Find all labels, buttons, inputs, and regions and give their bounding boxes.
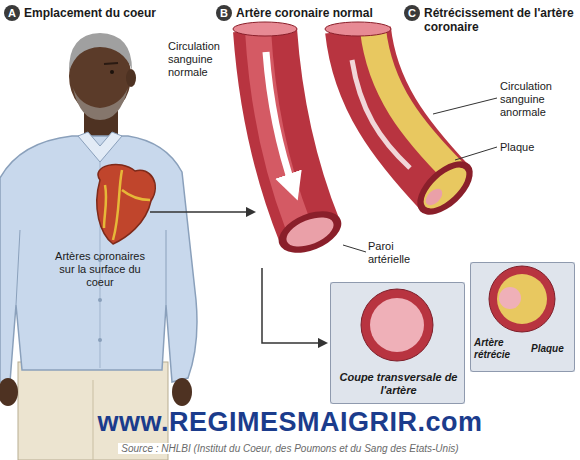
- narrowed-lumen-section: [499, 287, 521, 309]
- panel-letter: A: [4, 5, 20, 21]
- inset-ground: [470, 262, 575, 372]
- eyebrow: [104, 63, 118, 64]
- trouser-seam: [93, 380, 94, 460]
- heart: [97, 164, 155, 244]
- cross-section-normal: [330, 282, 465, 404]
- eye: [110, 70, 114, 74]
- source-note: Source : NHLBI (Institut du Coeur, des P…: [0, 442, 580, 455]
- beard: [73, 88, 128, 120]
- artery-highlight: [258, 30, 298, 225]
- leader-line: [433, 98, 497, 114]
- part-label: Plaque: [500, 141, 534, 154]
- plaque-opening: [417, 161, 473, 215]
- lumen-section: [370, 298, 424, 352]
- narrowed-lumen: [423, 186, 446, 208]
- abnormal-flow: [352, 60, 410, 168]
- coronary-arteries: [104, 170, 150, 240]
- artery-wall-section: [361, 289, 433, 361]
- cross-section-narrowed: [470, 262, 575, 372]
- panel-letter: B: [216, 5, 232, 21]
- panel-title: Artère coronaire normal: [236, 6, 373, 20]
- plaque-deposit: [373, 30, 456, 174]
- part-label: Artères coronaires sur la surface du coe…: [54, 250, 146, 289]
- button: [98, 298, 102, 302]
- bracket-arrow: [262, 268, 326, 343]
- inset-ground: [330, 282, 465, 404]
- ear: [126, 69, 136, 87]
- shirt-folds: [16, 230, 166, 305]
- heart-shape: [97, 164, 155, 244]
- hand: [0, 378, 18, 406]
- narrowed-artery: [325, 22, 482, 224]
- part-label: Circulation sanguine anormale: [500, 80, 574, 119]
- artery-wall-section: [489, 266, 555, 332]
- panel-letter: C: [404, 5, 420, 21]
- artery-lumen: [282, 212, 337, 253]
- part-label: Artère rétrécie: [474, 337, 524, 361]
- part-label: Paroi artérielle: [368, 240, 430, 266]
- part-label: Circulation sanguine normale: [168, 40, 230, 79]
- pointer-arrow: [150, 211, 254, 213]
- collar: [78, 132, 122, 162]
- hand: [172, 378, 192, 406]
- button: [98, 338, 102, 342]
- plaque-section: [497, 274, 547, 324]
- artery-cut-end: [233, 22, 297, 36]
- hair: [69, 33, 132, 72]
- leader-line: [343, 245, 366, 252]
- cross-section-inset: Coupe transversale de l'artère: [330, 282, 465, 404]
- artery-opening: [408, 152, 482, 225]
- flow-arrow: [266, 52, 294, 190]
- inset-caption: Coupe transversale de l'artère: [339, 371, 458, 397]
- shirt: [0, 136, 197, 382]
- artery-cut-end: [325, 22, 391, 36]
- watermark: www.REGIMESMAIGRIR.com: [0, 406, 580, 438]
- leader-line: [455, 147, 497, 160]
- panel-title: Rétrécissement de l'artère coronaire: [424, 6, 574, 34]
- cross-section-inset: Artère rétrécie Plaque: [470, 262, 575, 372]
- artery-opening: [273, 203, 348, 261]
- panel-title: Emplacement du coeur: [24, 6, 156, 20]
- part-label: Plaque: [531, 343, 573, 355]
- man-figure: [0, 33, 197, 460]
